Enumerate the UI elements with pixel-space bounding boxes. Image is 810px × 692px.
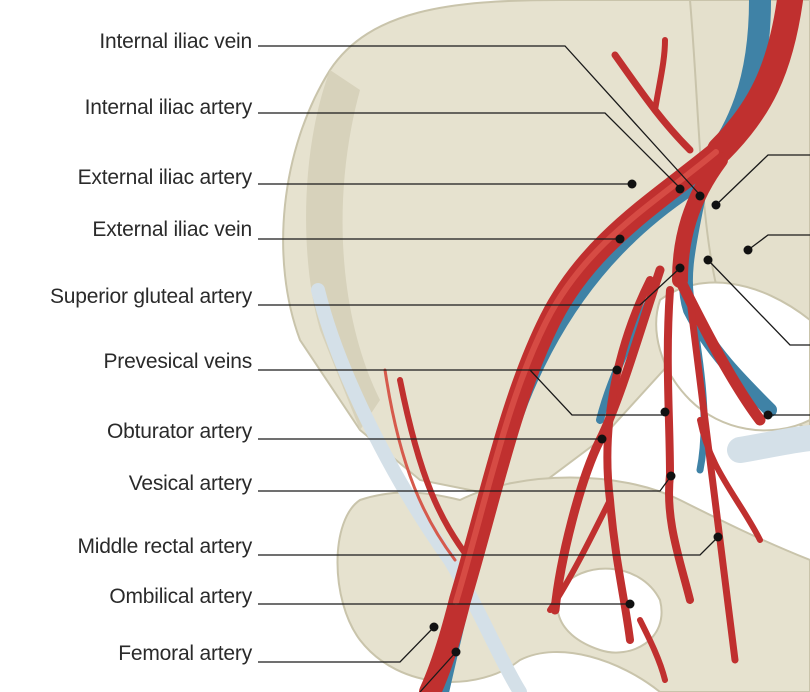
dot-vesical-artery <box>666 471 676 481</box>
dot-right-3 <box>703 255 713 265</box>
sacrospinous-ligament <box>727 425 810 463</box>
leader-superior-gluteal-artery <box>258 267 681 306</box>
common-iliac-artery <box>707 0 803 163</box>
label-ombilical-artery: Ombilical artery <box>109 585 252 608</box>
dot-extra-1 <box>660 407 670 417</box>
dot-extra-2 <box>451 647 461 657</box>
leader-lines <box>258 45 810 692</box>
label-prevesical-veins: Prevesical veins <box>103 350 252 373</box>
label-internal-iliac-artery: Internal iliac artery <box>84 96 253 119</box>
dot-obturator-artery <box>597 434 607 444</box>
leader-femoral-artery <box>258 626 435 663</box>
iliolumbar-artery <box>611 51 694 154</box>
dot-internal-iliac-artery <box>675 184 685 194</box>
pelvic-branch-3 <box>697 417 763 543</box>
dot-right-4 <box>763 410 773 420</box>
ilium-shadow <box>306 70 380 430</box>
dot-femoral-artery <box>429 622 439 632</box>
dot-external-iliac-vein <box>615 234 625 244</box>
umbilical-artery <box>603 276 654 644</box>
middle-rectal-artery <box>686 296 739 664</box>
greater-sciatic-notch <box>655 281 810 432</box>
dot-prevesical-veins <box>612 365 622 375</box>
inferior-epigastric-vein <box>383 368 457 562</box>
dot-ombilical-artery <box>625 599 635 609</box>
iliolumbar-branch <box>652 37 668 113</box>
dot-right-1 <box>711 200 721 210</box>
leader-internal-iliac-artery <box>258 112 681 189</box>
dot-right-2 <box>743 245 753 255</box>
dot-superior-gluteal-artery <box>675 263 685 273</box>
label-obturator-artery: Obturator artery <box>106 420 252 443</box>
label-external-iliac-artery: External iliac artery <box>77 166 253 189</box>
external-iliac-artery-highlight <box>453 149 719 605</box>
inguinal-ligament <box>311 283 527 692</box>
pelvic-branch-2 <box>637 617 668 683</box>
leader-extra-2 <box>419 651 457 692</box>
leader-vesical-artery <box>258 475 672 492</box>
leader-middle-rectal-artery <box>258 536 719 556</box>
label-middle-rectal-artery: Middle rectal artery <box>77 535 252 558</box>
leader-right-2 <box>747 234 810 251</box>
leader-right-1 <box>715 154 810 206</box>
label-superior-gluteal-artery: Superior gluteal artery <box>49 285 252 308</box>
label-internal-iliac-vein: Internal iliac vein <box>99 30 252 53</box>
superior-gluteal-artery <box>674 274 766 426</box>
dot-middle-rectal-artery <box>713 532 723 542</box>
leader-dots <box>429 179 773 657</box>
dot-internal-iliac-vein <box>695 191 705 201</box>
leader-right-3 <box>707 259 810 346</box>
inferior-epigastric-artery <box>397 377 473 563</box>
leader-extra-1 <box>529 369 665 416</box>
label-vesical-artery: Vesical artery <box>128 472 252 495</box>
label-external-iliac-vein: External iliac vein <box>92 218 252 241</box>
dot-external-iliac-artery <box>627 179 637 189</box>
label-femoral-artery: Femoral artery <box>118 642 252 665</box>
pelvic-branch-1 <box>547 497 613 613</box>
leader-internal-iliac-vein <box>258 45 701 196</box>
